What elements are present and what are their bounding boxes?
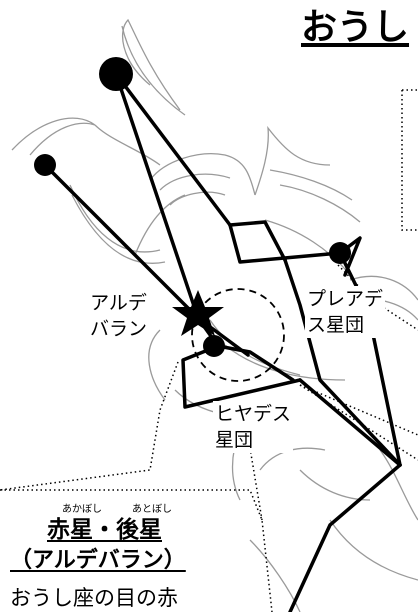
label-aldebaran-line1: アルデ	[90, 292, 147, 314]
label-hyades-line1: ヒヤデス	[215, 403, 292, 425]
star-horn-tip	[99, 57, 133, 91]
star-pleiades	[329, 242, 351, 264]
label-pleiades: プレアデ ス星団	[305, 286, 386, 338]
ruby-akaboshi: あかぼし	[62, 504, 102, 515]
info-subheading: （アルデバラン）	[10, 548, 186, 573]
info-body: おうし座の目の赤	[10, 586, 178, 610]
label-aldebaran: アルデ バラン	[88, 290, 150, 342]
label-hyades: ヒヤデス 星団	[213, 401, 294, 453]
ruby-atoboshi: あとぼし	[132, 504, 172, 515]
page-title: おうし	[301, 7, 410, 48]
star-hyades	[203, 335, 225, 357]
label-pleiades-line1: プレアデ	[307, 288, 384, 310]
label-hyades-line2: 星団	[215, 429, 254, 451]
label-pleiades-line2: ス星団	[307, 314, 365, 336]
star-horn-left	[34, 154, 56, 176]
label-aldebaran-line2: バラン	[90, 318, 148, 340]
hyades-circle	[191, 288, 285, 382]
info-heading: 赤星・後星	[47, 517, 162, 543]
aldebaran-star-icon	[172, 290, 224, 336]
